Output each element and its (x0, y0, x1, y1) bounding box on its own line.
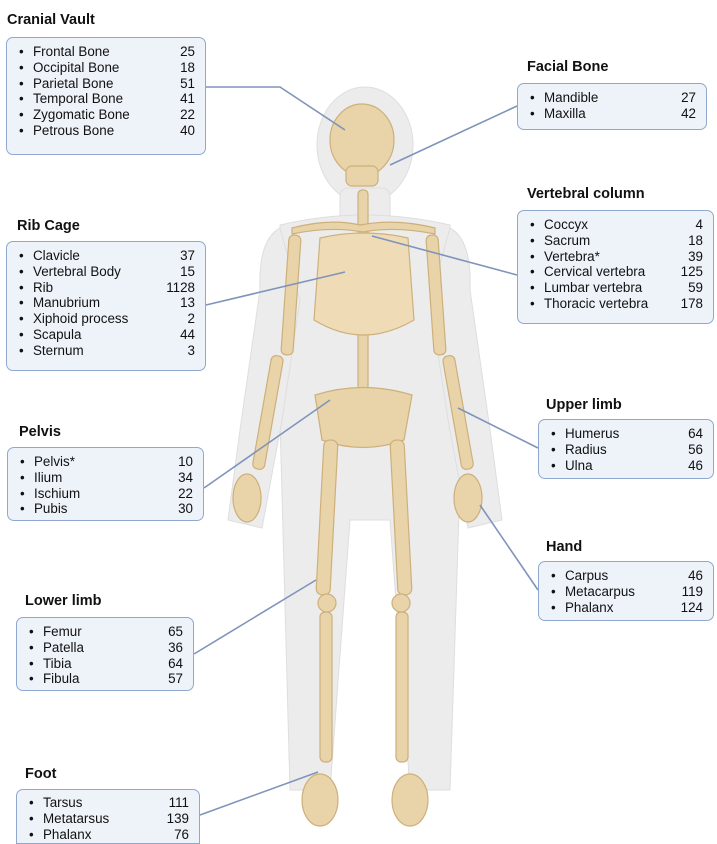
pelvis-bone (315, 388, 412, 448)
group-title: Hand (546, 539, 582, 555)
rib-cage (314, 233, 414, 335)
group-title: Foot (25, 766, 56, 782)
group-title: Upper limb (546, 397, 622, 413)
jaw (346, 166, 378, 186)
group-title: Pelvis (19, 424, 61, 440)
group-title: Vertebral column (527, 186, 645, 202)
group-title: Lower limb (25, 593, 102, 609)
left-tibia (320, 612, 332, 762)
list-item: Pelvis*10 (20, 454, 193, 470)
left-foot (302, 774, 338, 826)
list-item: Vertebra*39 (530, 249, 703, 265)
right-hand (454, 474, 482, 522)
group-title: Cranial Vault (7, 12, 95, 28)
skull (330, 104, 394, 176)
leader-hand (480, 505, 538, 590)
right-tibia (396, 612, 408, 762)
group-title: Facial Bone (527, 59, 608, 75)
right-foot (392, 774, 428, 826)
group-title: Rib Cage (17, 218, 80, 234)
left-hand (233, 474, 261, 522)
leader-foot (200, 772, 318, 815)
